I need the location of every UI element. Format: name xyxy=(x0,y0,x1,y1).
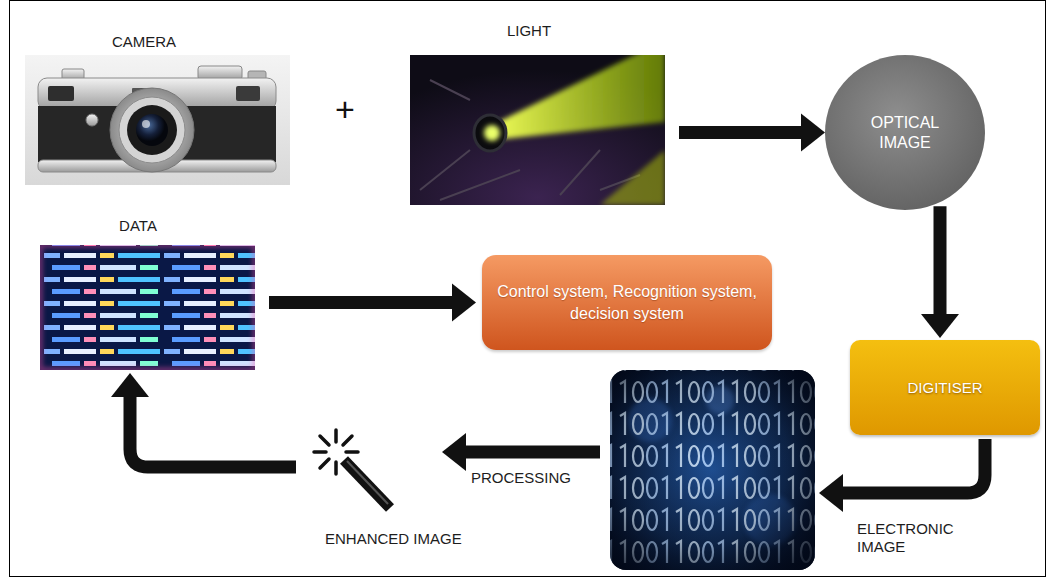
optical-image-text: OPTICAL IMAGE xyxy=(855,113,955,153)
arrow-shaft xyxy=(130,395,296,467)
arrow-shaft xyxy=(934,206,947,316)
arrow-head xyxy=(442,433,466,471)
camera-photo: CAMERA xyxy=(25,55,290,185)
flow-arrow xyxy=(921,206,959,338)
binary-illustration xyxy=(610,370,815,570)
page-frame xyxy=(10,1,1046,577)
flow-arrow xyxy=(269,284,476,322)
ellipse-shape xyxy=(825,55,985,210)
code-illustration xyxy=(40,245,255,370)
edge-label: PROCESSING xyxy=(471,469,571,487)
arrow-head xyxy=(921,314,959,338)
data-heading: DATA xyxy=(119,217,157,235)
code-data-photo: DATA xyxy=(40,245,255,370)
arrow-shaft xyxy=(841,439,985,493)
digitiser-box: DIGITISER xyxy=(850,340,1040,435)
plus-sign: + xyxy=(335,92,355,126)
ellipse-outline xyxy=(825,55,985,210)
flow-arrow xyxy=(679,114,825,152)
arrow-head xyxy=(452,284,476,322)
light-beam-illustration xyxy=(410,55,665,205)
arrow-head xyxy=(801,114,825,152)
flow-arrow xyxy=(442,433,600,471)
magic-wand-node: ENHANCED IMAGE xyxy=(310,425,442,515)
camera-illustration xyxy=(25,55,290,185)
arrow-shaft xyxy=(269,296,454,309)
arrow-head xyxy=(819,474,843,512)
flow-arrow xyxy=(111,373,296,467)
light-heading: LIGHT xyxy=(507,22,551,40)
binary-code-photo: ELECTRONIC IMAGE xyxy=(610,370,815,570)
light-photo: LIGHT xyxy=(410,55,665,205)
enhanced-image-heading: ENHANCED IMAGE xyxy=(325,530,462,548)
arrow-head xyxy=(111,373,149,397)
arrow-shaft xyxy=(464,446,600,459)
arrow-shaft xyxy=(679,126,803,139)
flow-arrow xyxy=(819,439,985,512)
electronic-image-heading: ELECTRONIC IMAGE xyxy=(857,520,947,556)
optical-image-ellipse: OPTICAL IMAGE xyxy=(825,55,985,210)
magic-wand-icon xyxy=(314,430,390,508)
camera-heading: CAMERA xyxy=(112,33,176,51)
system-text: Control system, Recognition system, deci… xyxy=(497,281,757,324)
digitiser-text: DIGITISER xyxy=(907,379,982,397)
system-box: Control system, Recognition system, deci… xyxy=(482,255,772,350)
